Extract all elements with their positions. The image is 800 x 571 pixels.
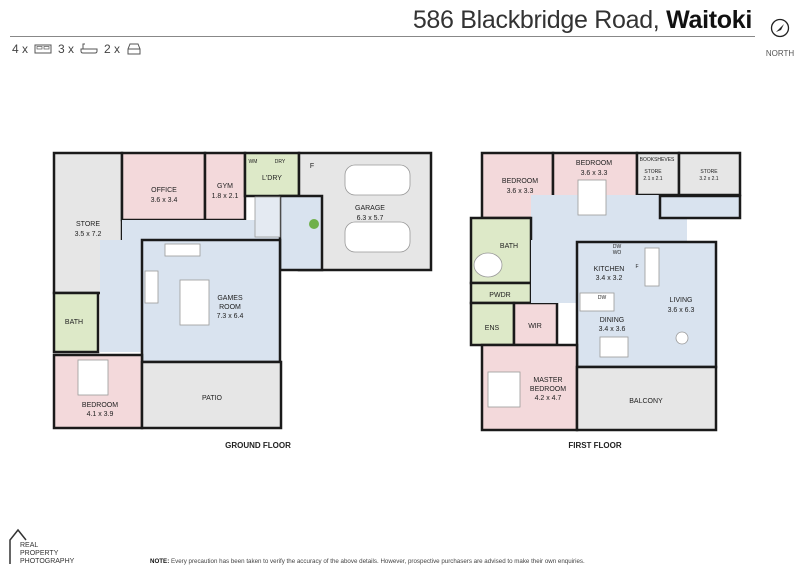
svg-text:4.2 x 4.7: 4.2 x 4.7 [535, 395, 562, 402]
side-table [675, 331, 689, 345]
svg-text:STORE: STORE [644, 169, 662, 175]
svg-text:4.1 x 3.9: 4.1 x 3.9 [87, 411, 114, 418]
svg-text:F: F [635, 264, 638, 270]
svg-text:DW: DW [613, 244, 622, 250]
svg-text:GARAGE: GARAGE [355, 205, 385, 212]
svg-text:MASTER: MASTER [533, 377, 562, 384]
stairs [658, 194, 742, 220]
svg-text:DINING: DINING [600, 317, 625, 324]
svg-text:STORE: STORE [700, 169, 718, 175]
svg-text:LIVING: LIVING [670, 297, 693, 304]
svg-text:BEDROOM: BEDROOM [530, 386, 566, 393]
company-logo: REAL PROPERTY PHOTOGRAPHY [8, 528, 74, 566]
svg-text:3.4 x 3.6: 3.4 x 3.6 [599, 326, 626, 333]
furniture [473, 179, 689, 408]
car [344, 164, 411, 196]
svg-text:BOOKSHEVES: BOOKSHEVES [640, 157, 675, 163]
svg-text:3.2 x 2.1: 3.2 x 2.1 [699, 176, 718, 182]
sofa [144, 270, 159, 304]
room-store-large [677, 151, 742, 197]
svg-text:BATH: BATH [65, 319, 83, 326]
svg-text:DRY: DRY [275, 159, 286, 165]
bed [77, 359, 109, 396]
ground-floor-labels: STORE 3.5 x 7.2 OFFICE 3.6 x 3.4 GYM 1.8… [65, 159, 385, 450]
bed [487, 371, 521, 408]
svg-text:PATIO: PATIO [202, 395, 223, 402]
north-indicator: NORTH [760, 18, 800, 58]
hallway-west [531, 240, 577, 303]
svg-text:ROOM: ROOM [219, 304, 241, 311]
plant-icon [309, 219, 319, 229]
svg-text:WM: WM [249, 159, 258, 165]
svg-text:3.6 x 3.3: 3.6 x 3.3 [581, 170, 608, 177]
dining-table [599, 336, 629, 358]
compass-icon [770, 18, 790, 38]
svg-text:GYM: GYM [217, 183, 233, 190]
svg-text:GAMES: GAMES [217, 295, 243, 302]
balcony [575, 365, 718, 432]
svg-text:OFFICE: OFFICE [151, 187, 177, 194]
pool-table [179, 279, 210, 326]
hallway-west [100, 240, 142, 352]
disclaimer-note: NOTE: Every precaution has been taken to… [150, 558, 585, 565]
svg-text:BEDROOM: BEDROOM [82, 402, 118, 409]
sofa [164, 243, 201, 257]
room-ensuite [469, 301, 516, 347]
svg-text:6.3 x 5.7: 6.3 x 5.7 [357, 215, 384, 222]
svg-text:BEDROOM: BEDROOM [576, 160, 612, 167]
car [344, 221, 411, 253]
svg-text:3.6 x 3.4: 3.6 x 3.4 [151, 197, 178, 204]
svg-text:STORE: STORE [76, 221, 100, 228]
svg-text:DW: DW [598, 295, 607, 301]
svg-text:BEDROOM: BEDROOM [502, 178, 538, 185]
property-address: 586 Blackbridge Road, Waitoki [412, 6, 752, 34]
svg-text:BALCONY: BALCONY [629, 398, 663, 405]
svg-text:3.4 x 3.2: 3.4 x 3.2 [596, 275, 623, 282]
svg-text:3.6 x 6.3: 3.6 x 6.3 [668, 307, 695, 314]
ground-floor [52, 151, 433, 430]
furniture [77, 164, 411, 396]
bath-icon [80, 43, 98, 54]
svg-text:BATH: BATH [500, 243, 518, 250]
room-games [140, 238, 282, 364]
svg-text:PWDR: PWDR [489, 292, 510, 299]
first-floor-label: FIRST FLOOR [568, 441, 622, 450]
svg-text:1.8 x 2.1: 1.8 x 2.1 [212, 193, 239, 200]
patio [140, 360, 283, 430]
property-features: 4 x 3 x 2 x [12, 42, 142, 56]
sofa [644, 247, 660, 287]
room-bath [52, 291, 100, 354]
house-logo-icon [9, 528, 27, 564]
hallway-entry [278, 194, 324, 272]
svg-text:3.5 x 7.2: 3.5 x 7.2 [75, 231, 102, 238]
svg-text:WIR: WIR [528, 323, 542, 330]
svg-text:3.6 x 3.3: 3.6 x 3.3 [507, 188, 534, 195]
header-divider [10, 36, 755, 37]
svg-text:L'DRY: L'DRY [262, 175, 282, 182]
room-laundry [243, 151, 301, 198]
svg-text:KITCHEN: KITCHEN [594, 266, 625, 273]
svg-text:7.3 x 6.4: 7.3 x 6.4 [217, 313, 244, 320]
bed-icon [34, 44, 52, 54]
stairs [254, 196, 281, 238]
bathtub [473, 252, 503, 278]
kitchen-bench [579, 292, 615, 312]
ground-floor-label: GROUND FLOOR [225, 441, 291, 450]
bed [577, 179, 607, 216]
svg-text:F: F [310, 163, 314, 170]
svg-text:2.1 x 2.1: 2.1 x 2.1 [643, 176, 662, 182]
svg-text:WO: WO [613, 250, 622, 256]
first-floor-labels: BEDROOM 3.6 x 3.3 BEDROOM 3.6 x 3.3 BOOK… [485, 157, 719, 450]
car-icon [127, 43, 141, 55]
first-floor [469, 151, 742, 432]
svg-text:ENS: ENS [485, 325, 500, 332]
